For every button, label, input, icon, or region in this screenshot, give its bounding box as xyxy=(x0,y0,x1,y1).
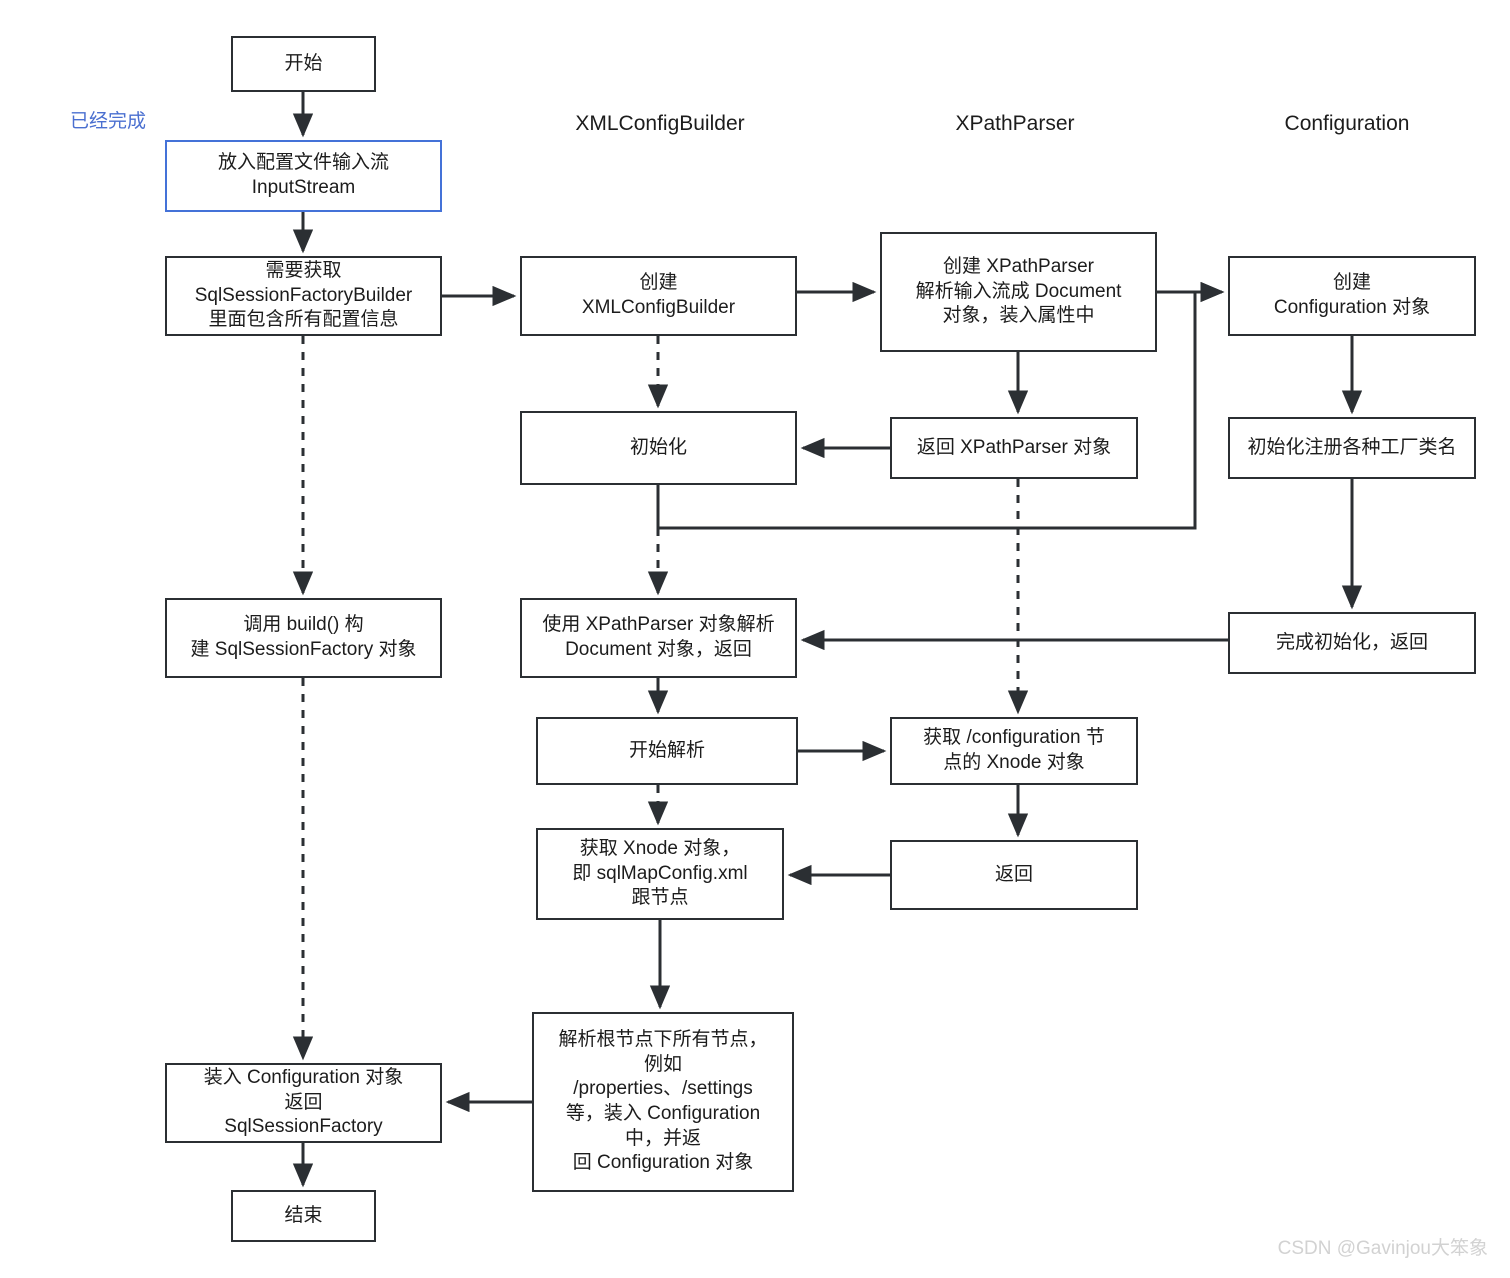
watermark: CSDN @Gavinjou大笨象 xyxy=(1277,1238,1488,1259)
node-start-parse[interactable]: 开始解析 xyxy=(536,717,798,785)
completed-note-label: 已经完成 xyxy=(70,111,147,132)
node-return[interactable]: 返回 xyxy=(890,840,1138,910)
node-need-builder[interactable]: 需要获取 SqlSessionFactoryBuilder 里面包含所有配置信息 xyxy=(165,256,442,336)
node-create-configuration[interactable]: 创建 Configuration 对象 xyxy=(1228,256,1476,336)
node-create-xpathparser[interactable]: 创建 XPathParser 解析输入流成 Document 对象，装入属性中 xyxy=(880,232,1157,352)
lane-title-configuration: Configuration xyxy=(1284,112,1410,135)
node-start[interactable]: 开始 xyxy=(231,36,376,92)
node-create-xmlconfigbuilder[interactable]: 创建 XMLConfigBuilder xyxy=(520,256,797,336)
lane-title-xpathparser: XPathParser xyxy=(955,112,1075,135)
node-call-build[interactable]: 调用 build() 构 建 SqlSessionFactory 对象 xyxy=(165,598,442,678)
node-load-configuration[interactable]: 装入 Configuration 对象 返回 SqlSessionFactory xyxy=(165,1063,442,1143)
node-end[interactable]: 结束 xyxy=(231,1190,376,1242)
node-init[interactable]: 初始化 xyxy=(520,411,797,485)
node-finish-init[interactable]: 完成初始化，返回 xyxy=(1228,612,1476,674)
node-init-factories[interactable]: 初始化注册各种工厂类名 xyxy=(1228,417,1476,479)
node-return-xpathparser[interactable]: 返回 XPathParser 对象 xyxy=(890,417,1138,479)
node-parse-all-nodes[interactable]: 解析根节点下所有节点， 例如 /properties、/settings 等，装… xyxy=(532,1012,794,1192)
node-use-xpathparser-parse[interactable]: 使用 XPathParser 对象解析 Document 对象，返回 xyxy=(520,598,797,678)
node-get-xnode[interactable]: 获取 Xnode 对象， 即 sqlMapConfig.xml 跟节点 xyxy=(536,828,784,920)
node-input-stream[interactable]: 放入配置文件输入流 InputStream xyxy=(165,140,442,212)
node-get-configuration-node[interactable]: 获取 /configuration 节 点的 Xnode 对象 xyxy=(890,717,1138,785)
lane-title-xmlconfigbuilder: XMLConfigBuilder xyxy=(575,112,745,135)
